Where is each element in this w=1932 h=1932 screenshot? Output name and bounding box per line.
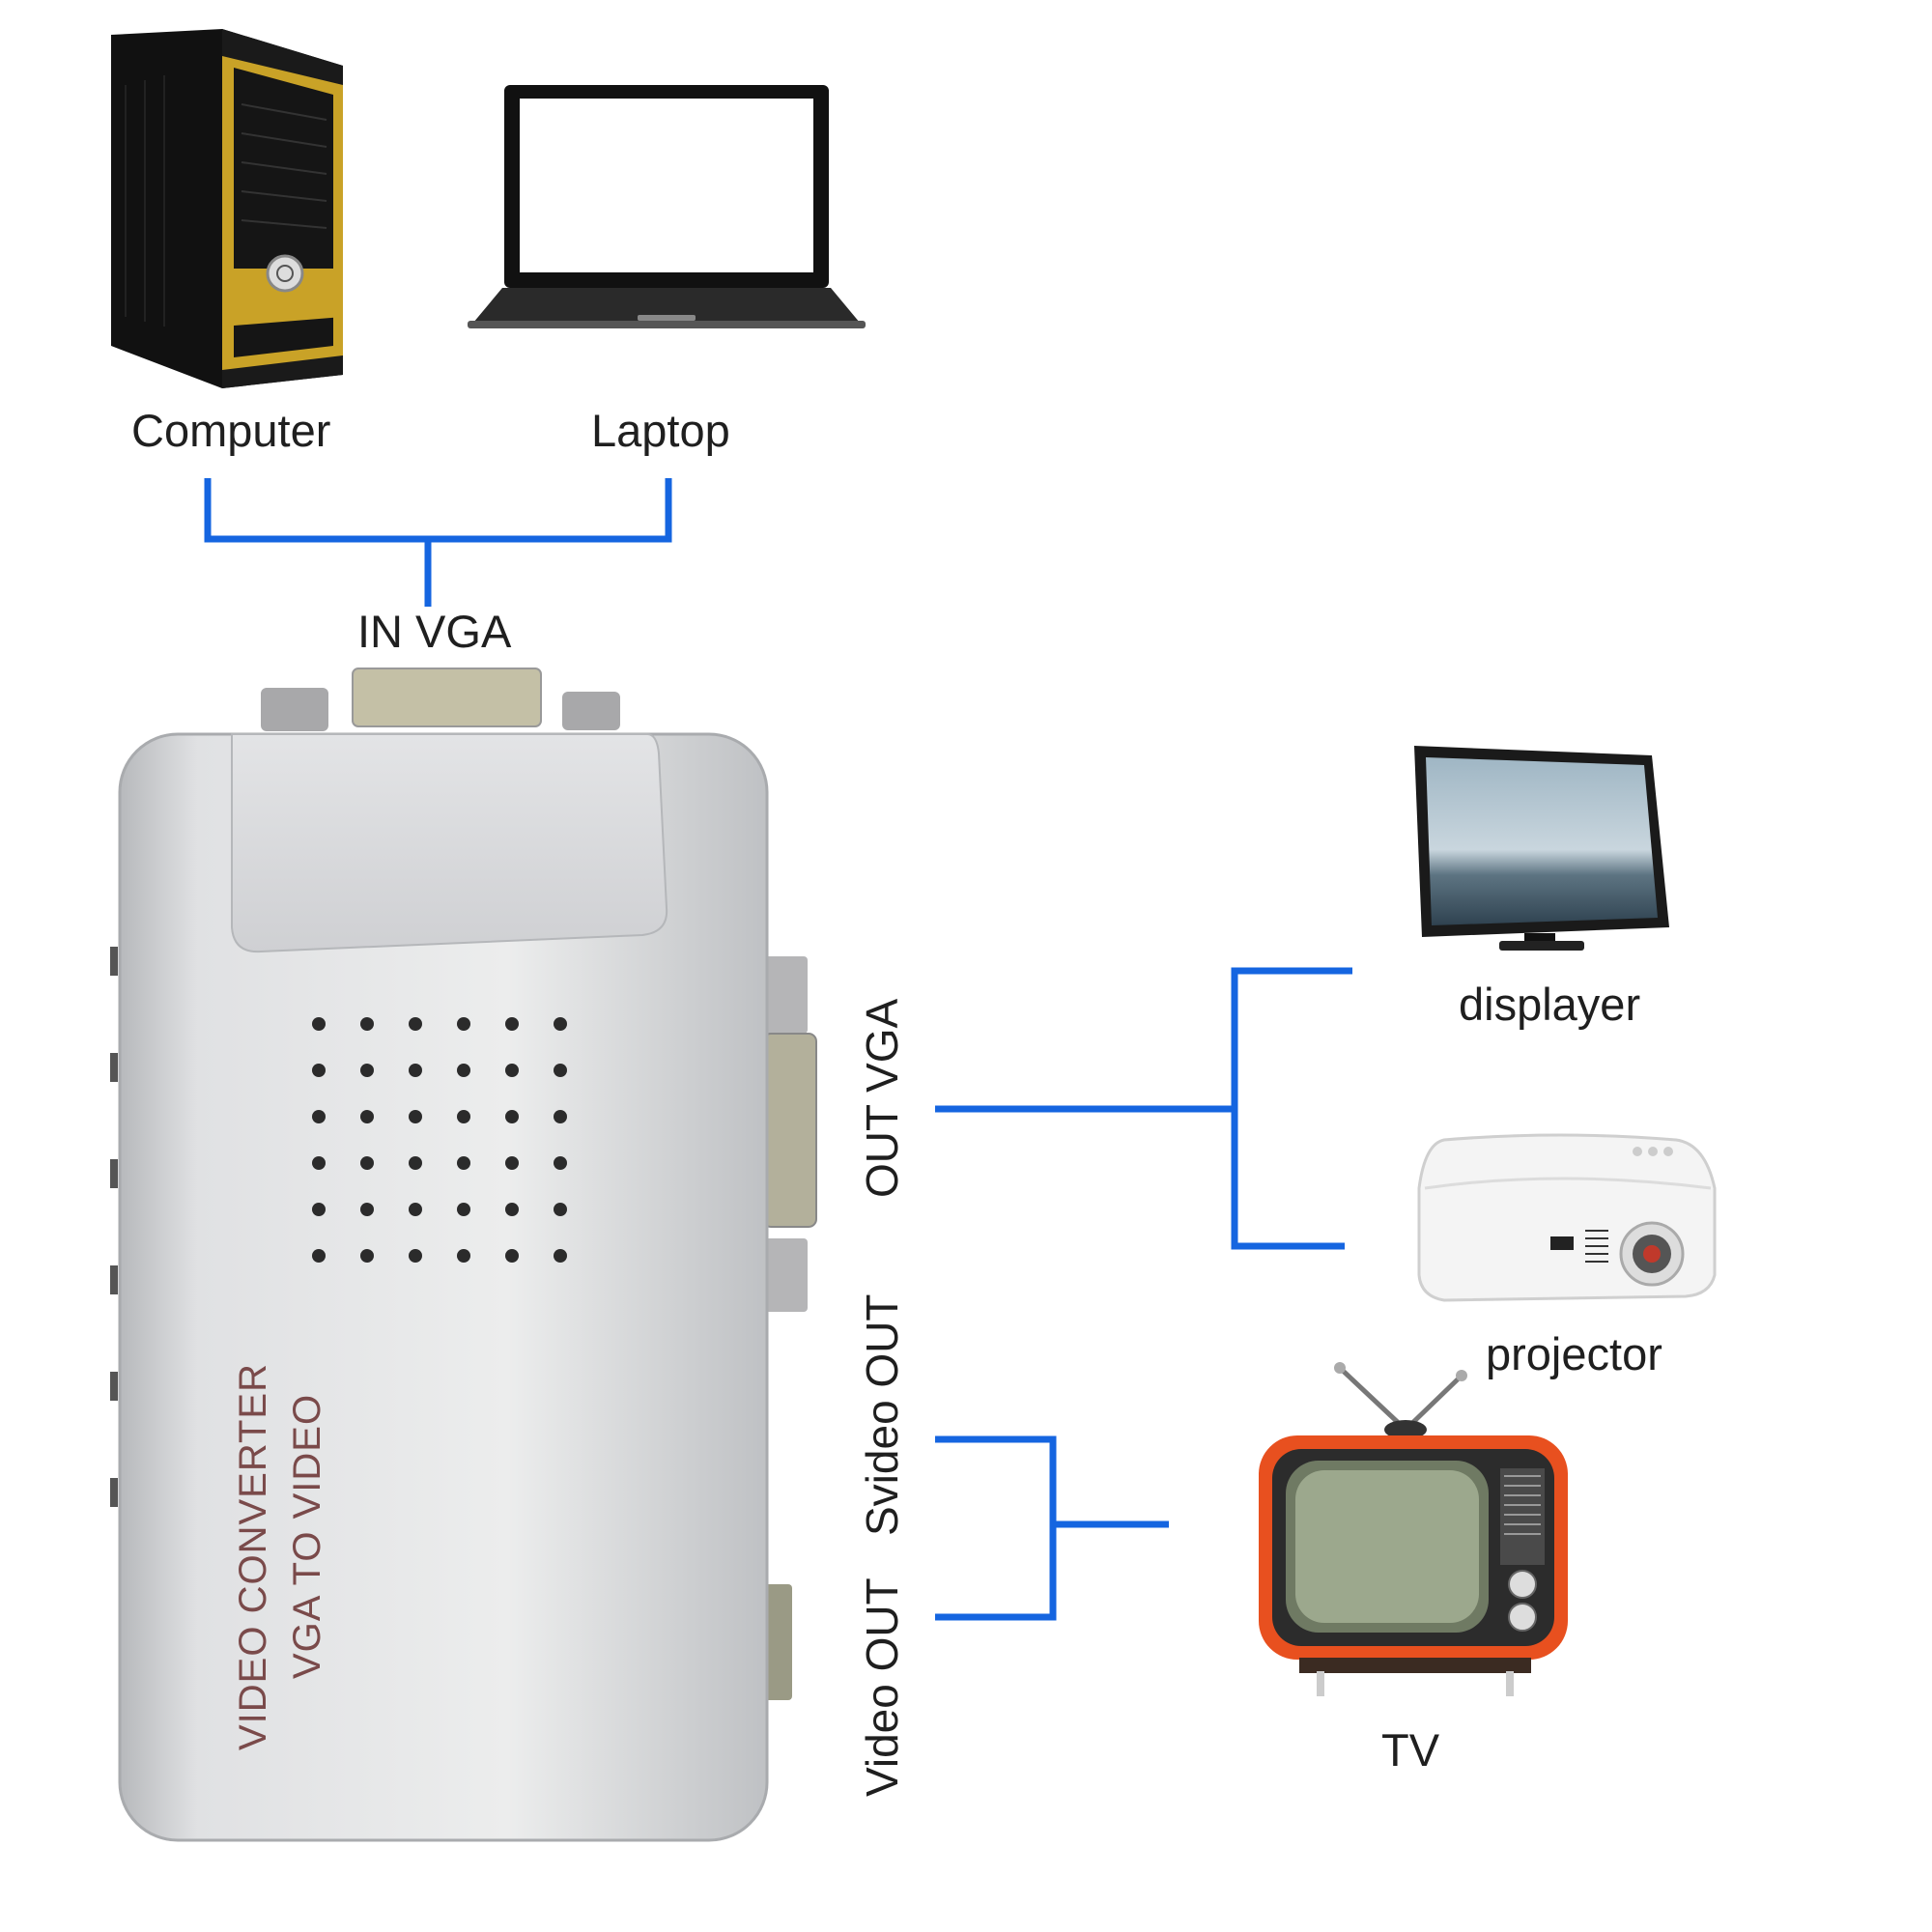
source-bracket-line bbox=[204, 478, 672, 543]
computer-label: Computer bbox=[131, 405, 331, 456]
in-vga-label: IN VGA bbox=[357, 606, 512, 657]
projector-label: projector bbox=[1486, 1328, 1662, 1379]
video-out-label: Video OUT bbox=[857, 1577, 907, 1797]
laptop-label: Laptop bbox=[591, 405, 730, 456]
displayer-label: displayer bbox=[1459, 979, 1641, 1030]
tv-icon bbox=[1259, 1362, 1568, 1696]
monitor-icon bbox=[1414, 746, 1669, 951]
tv-bracket-line bbox=[935, 1435, 1057, 1621]
svideo-out-label: Svideo OUT bbox=[857, 1293, 907, 1536]
computer-tower-icon bbox=[111, 29, 343, 388]
out-vga-label: OUT VGA bbox=[857, 998, 907, 1198]
projector-icon bbox=[1417, 1133, 1717, 1302]
out-vga-bracket-line bbox=[1231, 967, 1352, 1250]
laptop-icon bbox=[468, 85, 866, 328]
vga-converter-device bbox=[110, 668, 817, 1842]
device-text-vga-to-video: VGA TO VIDEO bbox=[286, 1393, 328, 1679]
tv-label: TV bbox=[1381, 1724, 1440, 1776]
device-text-video-converter: VIDEO CONVERTER bbox=[232, 1363, 274, 1750]
